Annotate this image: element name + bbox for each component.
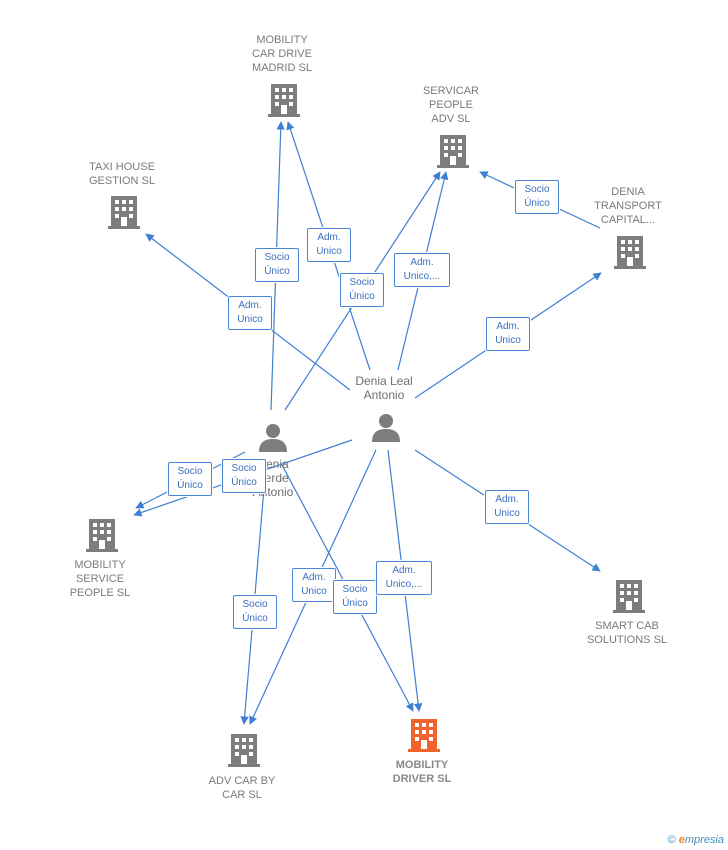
building-icon[interactable]: [108, 195, 140, 234]
edge-label[interactable]: Socio Único: [168, 462, 212, 496]
company-label-smart-cab[interactable]: SMART CAB SOLUTIONS SL: [586, 620, 668, 646]
edge-label[interactable]: Socio Único: [333, 580, 377, 614]
company-label-mobility-driver[interactable]: MOBILITY DRIVER SL: [392, 759, 452, 785]
brand-logo[interactable]: © empresia: [668, 834, 724, 846]
building-icon[interactable]: [86, 518, 118, 557]
edge-label[interactable]: Socio Único: [222, 459, 266, 493]
company-label-mobility-service[interactable]: MOBILITY SERVICE PEOPLE SL: [69, 559, 131, 599]
copyright-icon: ©: [667, 834, 676, 846]
brand-name: mpresia: [684, 834, 724, 846]
edge-label[interactable]: Adm. Unico: [228, 296, 272, 330]
building-icon[interactable]: [437, 134, 469, 173]
company-label-adv-car[interactable]: ADV CAR BY CAR SL: [208, 775, 276, 801]
building-icon[interactable]: [228, 733, 260, 772]
building-icon[interactable]: [613, 579, 645, 618]
building-icon[interactable]: [614, 235, 646, 274]
person-icon[interactable]: [258, 422, 288, 457]
edge-label[interactable]: Adm. Unico: [486, 317, 530, 351]
edge-label[interactable]: Adm. Unico,...: [394, 253, 450, 287]
edge-label[interactable]: Socio Único: [515, 180, 559, 214]
brand-e: e: [678, 834, 685, 846]
company-label-mcd-madrid[interactable]: MOBILITY CAR DRIVE MADRID SL: [252, 34, 312, 74]
edge-verde-to-adv-car: [240, 464, 267, 725]
person-label-denia-leal[interactable]: Denia Leal Antonio: [355, 374, 413, 402]
edge-label[interactable]: Socio Único: [255, 248, 299, 282]
person-icon[interactable]: [371, 412, 401, 447]
company-label-denia-transport[interactable]: DENIA TRANSPORT CAPITAL...: [594, 186, 662, 226]
building-highlight-icon[interactable]: [408, 718, 440, 757]
company-label-servicar[interactable]: SERVICAR PEOPLE ADV SL: [422, 85, 480, 125]
edge-label[interactable]: Socio Único: [233, 595, 277, 629]
building-icon[interactable]: [268, 83, 300, 122]
edge-label[interactable]: Adm. Unico: [307, 228, 351, 262]
edge-label[interactable]: Adm. Unico: [292, 568, 336, 602]
edge-label[interactable]: Adm. Unico: [485, 490, 529, 524]
edge-label[interactable]: Adm. Unico,...: [376, 561, 432, 595]
company-label-taxi-house[interactable]: TAXI HOUSE GESTION SL: [88, 161, 156, 187]
edge-label[interactable]: Socio Único: [340, 273, 384, 307]
